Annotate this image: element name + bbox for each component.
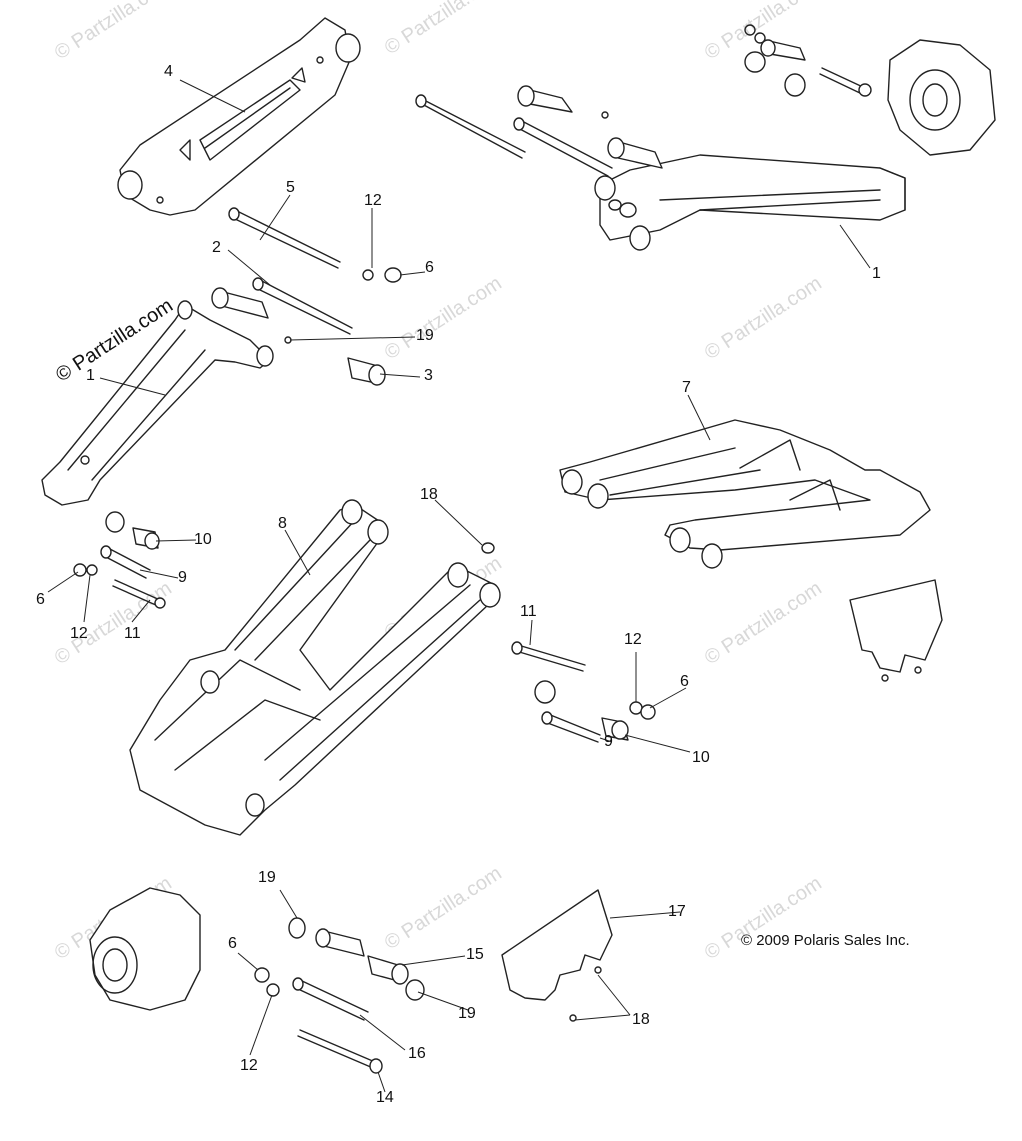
callout-2: 2 [212, 239, 221, 256]
callout-9: 9 [604, 733, 613, 750]
part-swing-arm-frame [559, 419, 931, 569]
callout-15: 16 [408, 1045, 426, 1062]
part-mud-flap-lower [501, 889, 613, 1022]
part-bushings-right [481, 542, 656, 743]
leader-lines [47, 79, 871, 1093]
callout-1: 1 [86, 367, 95, 384]
callout-19: 19 [458, 1005, 476, 1022]
faint-watermark: © Partzilla.com [701, 577, 826, 669]
part-shafts-mid-left [211, 207, 402, 386]
faint-watermark: © Partzilla.com [381, 272, 506, 364]
faint-watermark: © Partzilla.com [701, 272, 826, 364]
callout-12: 12 [240, 1057, 258, 1074]
callout-10: 10 [692, 749, 710, 766]
callout-13: 14 [376, 1089, 394, 1106]
callout-7: 7 [682, 379, 691, 396]
callout-5: 5 [286, 179, 295, 196]
callout-16: 17 [668, 903, 686, 920]
part-shafts-top [415, 85, 663, 218]
part-hub-knuckle-lower [89, 887, 201, 1011]
callout-14: 15 [466, 946, 484, 963]
callout-6: 6 [425, 259, 434, 276]
part-bracket-plate [117, 17, 361, 216]
part-bushings-top-right [744, 24, 872, 97]
callout-6: 6 [228, 935, 237, 952]
callout-12: 12 [70, 625, 88, 642]
callout-6: 6 [680, 673, 689, 690]
part-hub-knuckle-upper [887, 39, 996, 156]
faint-watermark: © Partzilla.com [51, 577, 176, 669]
callout-17: 18 [632, 1011, 650, 1028]
callout-11: 11 [520, 603, 537, 620]
part-bushings-left [73, 511, 166, 609]
callout-8: 8 [278, 515, 287, 532]
callout-6: 6 [36, 591, 45, 608]
callout-4: 4 [164, 63, 173, 80]
callout-12: 12 [624, 631, 642, 648]
part-main-frame [129, 499, 501, 836]
callout-10: 10 [194, 531, 212, 548]
part-a-arm-upper [594, 154, 906, 251]
callout-18: 18 [420, 486, 438, 503]
part-trailing-arm-left [41, 300, 274, 506]
part-mud-flap-right [849, 579, 943, 682]
faint-watermark: © Partzilla.com [701, 872, 826, 964]
callout-19: 19 [258, 869, 276, 886]
callout-18: 19 [416, 327, 434, 344]
faint-watermark: © Partzilla.com [51, 0, 176, 64]
faint-watermark: © Partzilla.com [381, 862, 506, 954]
callout-12: 12 [364, 192, 382, 209]
callout-1: 1 [872, 265, 881, 282]
faint-watermark: © Partzilla.com [381, 0, 506, 59]
copyright-notice: © 2009 Polaris Sales Inc. [741, 932, 910, 949]
callout-11: 11 [124, 625, 141, 642]
callout-3: 3 [424, 367, 433, 384]
callout-9: 9 [178, 569, 187, 586]
